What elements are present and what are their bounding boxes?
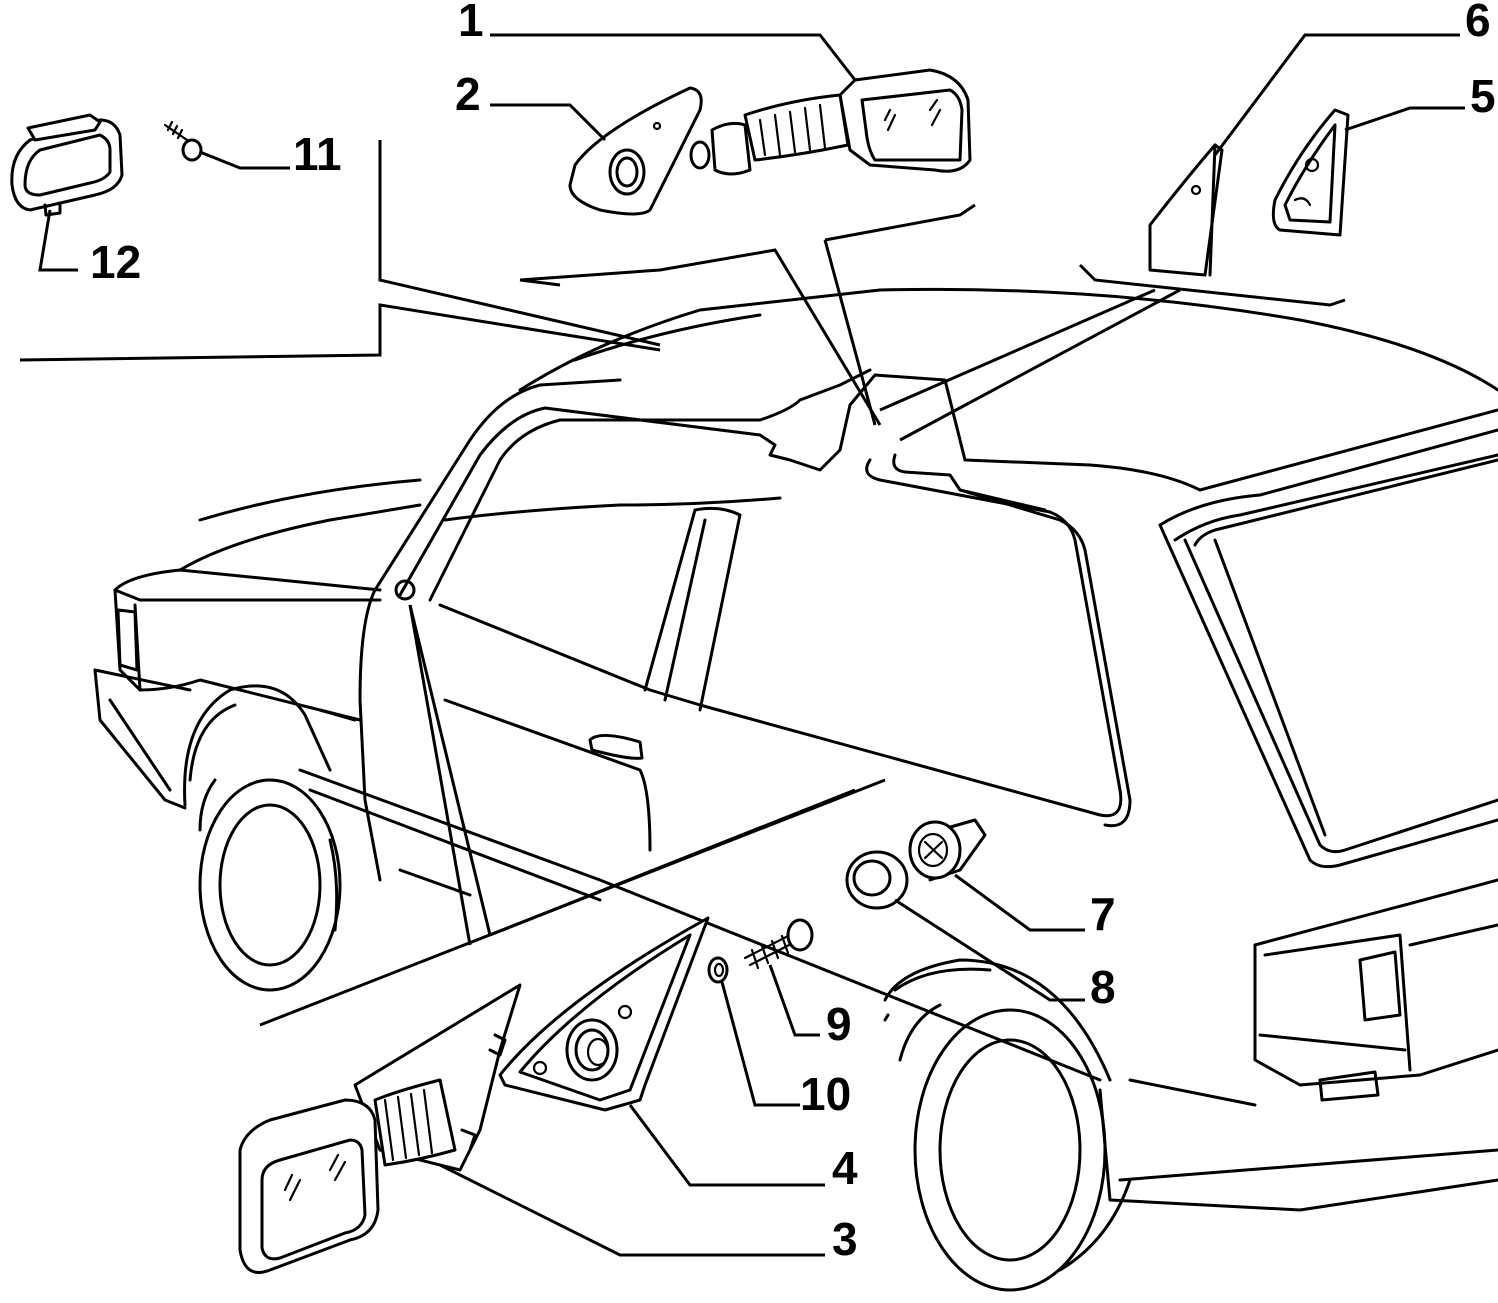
- callout-labels: 1 2 3 4 5 6 7 8 9 10 11 12: [90, 0, 1496, 1265]
- leader-5: [1344, 106, 1465, 132]
- part-1-outer-mirror-right: [689, 68, 972, 176]
- callout-11: 11: [293, 128, 342, 180]
- part-2-mirror-gasket: [568, 86, 703, 216]
- leader-1: [490, 33, 857, 81]
- leader-3: [439, 1163, 825, 1257]
- car-body: [93, 287, 1498, 1292]
- part-7-adjuster-knob: [908, 818, 987, 882]
- leader-11: [199, 150, 290, 170]
- callout-5: 5: [1470, 70, 1496, 122]
- part-5-trim-cover: [1271, 108, 1350, 237]
- callout-9: 9: [826, 998, 852, 1050]
- part-4-mounting-plate: [498, 916, 710, 1112]
- leader-2: [490, 103, 607, 142]
- callout-3: 3: [832, 1213, 858, 1265]
- leader-7: [954, 873, 1085, 932]
- callout-8: 8: [1090, 961, 1116, 1013]
- callout-4: 4: [832, 1142, 858, 1194]
- callout-6: 6: [1465, 0, 1491, 46]
- leader-12: [38, 209, 78, 272]
- part-12-interior-mirror: [10, 113, 124, 217]
- part-3-outer-mirror-left: [238, 983, 522, 1274]
- callout-10: 10: [800, 1068, 851, 1120]
- callout-2: 2: [455, 68, 481, 120]
- leader-6: [1213, 33, 1460, 156]
- part-9-screw: [743, 918, 814, 970]
- leader-9: [768, 964, 820, 1037]
- part-6-corner-bracket: [1148, 143, 1224, 277]
- part-11-screw-small: [163, 120, 203, 162]
- callout-7: 7: [1090, 888, 1116, 940]
- leader-10: [720, 981, 800, 1107]
- callout-12: 12: [90, 236, 141, 288]
- part-8-bezel-ring: [845, 850, 909, 910]
- leader-4: [628, 1104, 825, 1187]
- guide-lines: [19, 140, 1346, 1027]
- part-10-washer: [707, 956, 729, 984]
- callout-1: 1: [458, 0, 484, 46]
- leader-8: [894, 898, 1085, 1002]
- leader-lines: [38, 33, 1465, 1257]
